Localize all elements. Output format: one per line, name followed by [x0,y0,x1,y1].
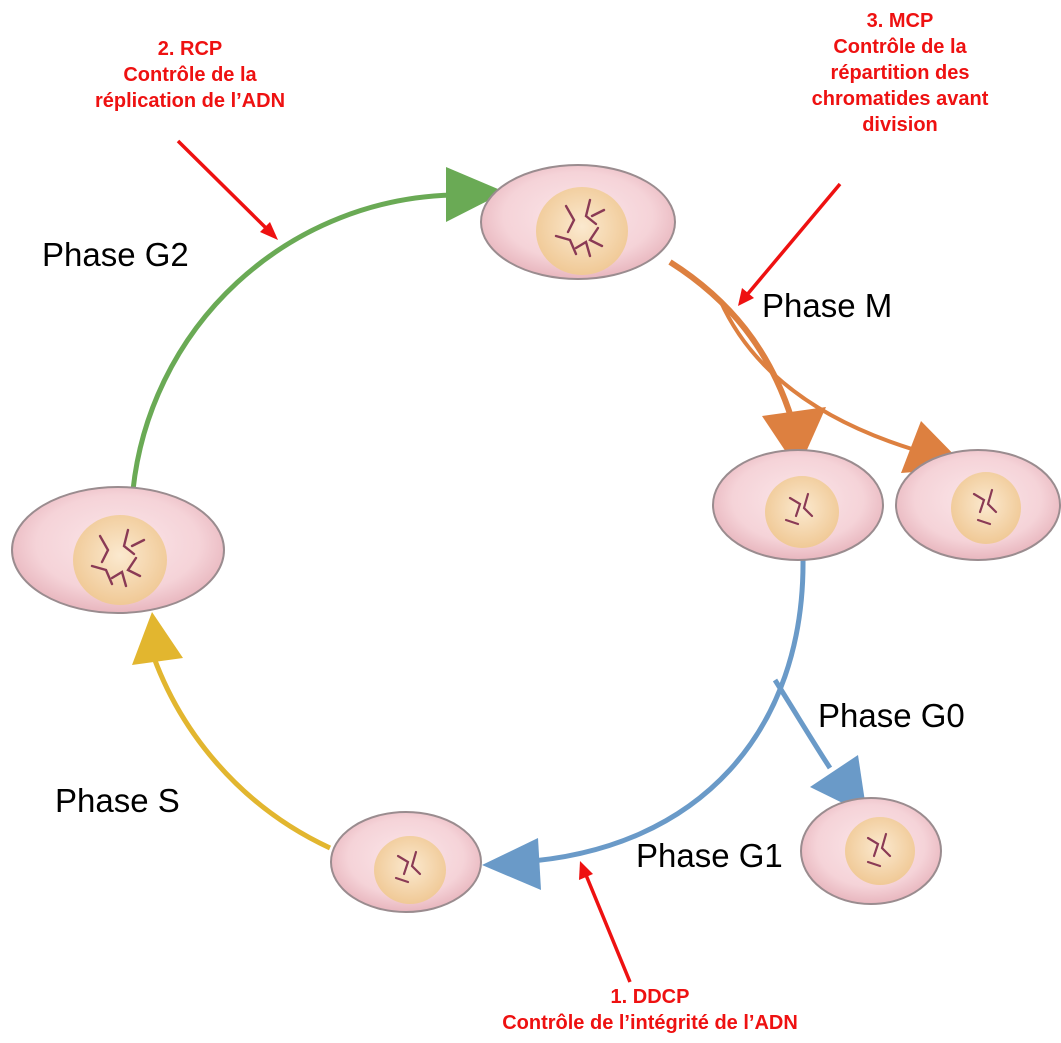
g1-arrowhead [482,838,541,890]
checkpoint-rcp: 2. RCP Contrôle de la réplication de l’A… [50,36,330,114]
checkpoint-mcp: 3. MCP Contrôle de la répartition des ch… [770,8,1030,138]
checkpoint-rcp-line: réplication de l’ADN [94,90,286,112]
m-arrowhead-main [762,407,826,470]
cell-daughter-1 [712,449,884,561]
phase-g0-label: Phase G0 [818,697,965,734]
checkpoint-ddcp: 1. DDCP Contrôle de l’intégrité de l’ADN [430,984,870,1036]
s-arc [145,639,332,851]
g2-arrowhead [446,167,505,222]
phase-g1-label: Phase G1 [636,837,783,874]
checkpoint-mcp-line: division [862,114,938,136]
g2-arc [130,192,453,491]
cell-daughter-2 [895,449,1061,561]
m-arc-branch [718,299,916,452]
checkpoint-rcp-title: 2. RCP [157,38,223,60]
checkpoint-mcp-line: répartition des [830,62,970,84]
cell-g0 [800,797,942,905]
phase-g2-label: Phase G2 [42,236,189,273]
mcp-pointer-arrow [738,182,842,306]
cell-g2-end [480,164,676,280]
m-arc-main [668,259,795,421]
rcp-pointer-arrow [176,139,278,240]
checkpoint-mcp-line: chromatides avant [811,88,989,110]
checkpoint-ddcp-title: 1. DDCP [610,986,690,1008]
s-arrowhead [132,612,183,665]
g0-branch [772,678,833,770]
ddcp-pointer-arrow [579,861,632,983]
cell-g1-end [330,811,482,913]
g1-arc [519,557,806,865]
checkpoint-rcp-line: Contrôle de la [123,64,257,86]
checkpoint-mcp-line: Contrôle de la [833,36,967,58]
checkpoint-ddcp-line: Contrôle de l’intégrité de l’ADN [502,1012,798,1034]
checkpoint-mcp-title: 3. MCP [866,10,934,32]
phase-m-label: Phase M [762,287,893,324]
phase-s-label: Phase S [55,782,180,819]
cell-s-end [11,486,225,614]
